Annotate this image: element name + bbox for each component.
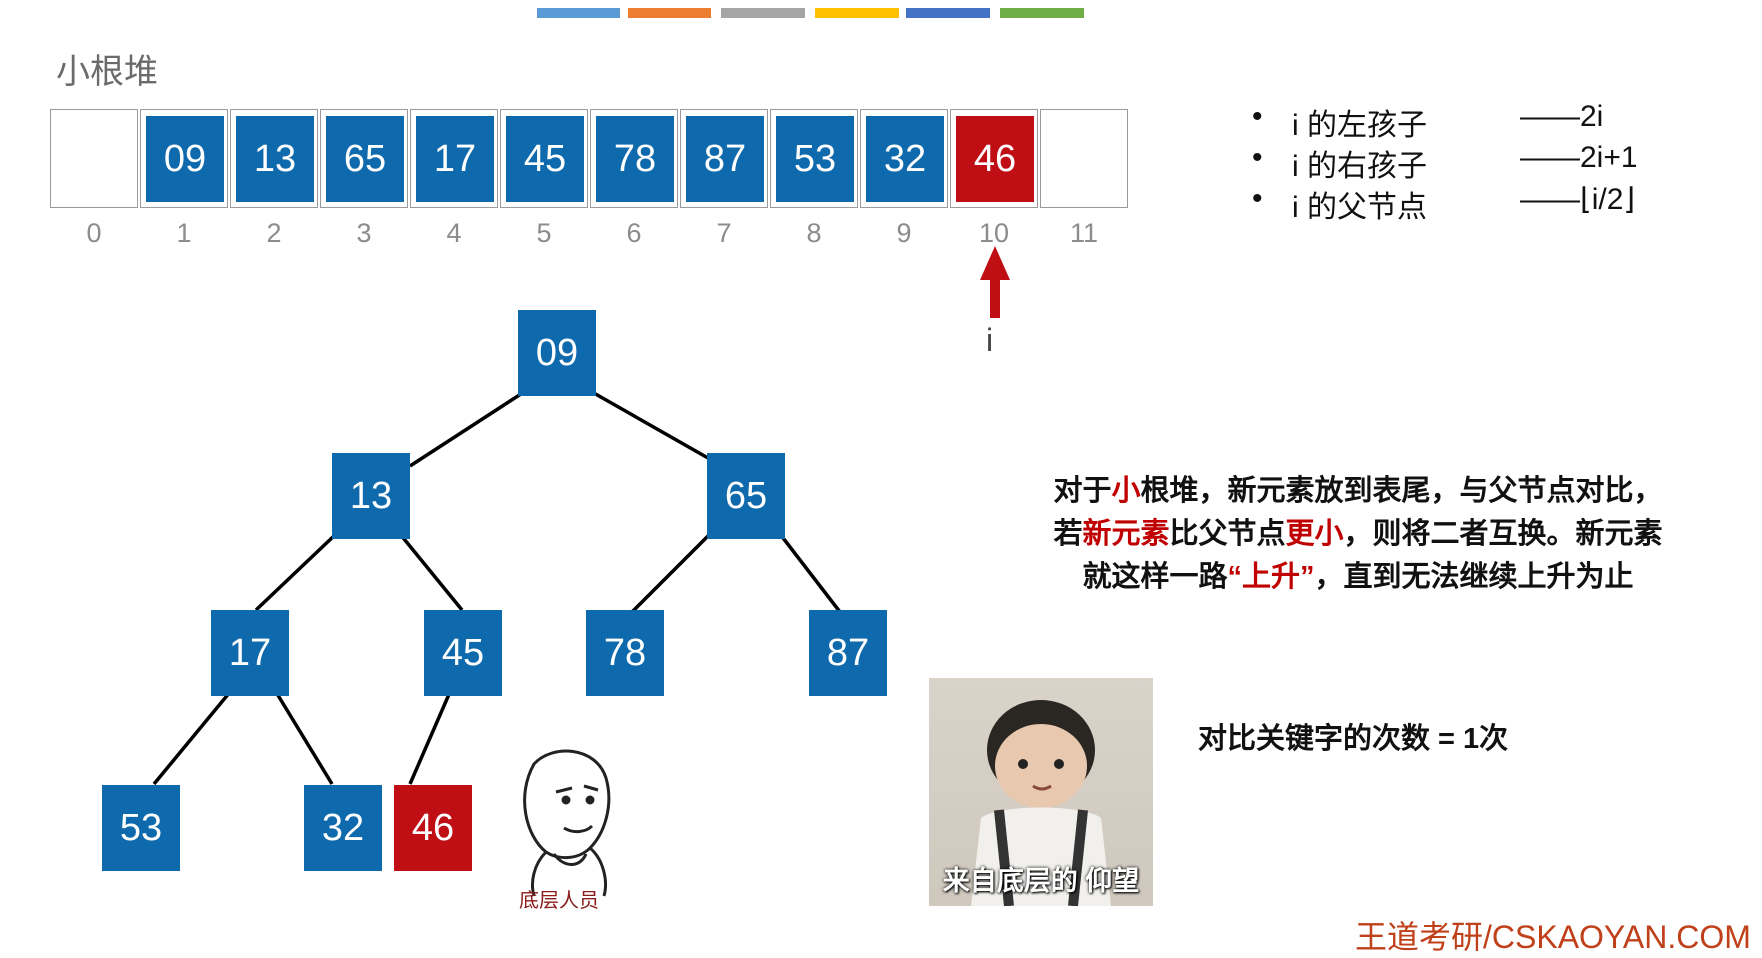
explanation-line-3: 就这样一路“上升”，直到无法继续上升为止: [1082, 561, 1634, 593]
explanation-line-1: 对于小根堆，新元素放到表尾，与父节点对比，: [1053, 475, 1663, 507]
tree-node-7: 87: [809, 610, 887, 696]
color-bar-3: [721, 8, 805, 18]
array-cell-3: 65: [320, 109, 408, 208]
tree-node-10-new: 46: [394, 785, 472, 871]
array-index: 7: [716, 218, 732, 248]
array-value: 32: [866, 116, 944, 202]
array-cell-4: 17: [410, 109, 498, 208]
footer-brand: 王道考研/CSKAOYAN.COM: [1355, 919, 1751, 955]
array-value: 53: [776, 116, 854, 202]
bullet: •: [1252, 141, 1263, 174]
edge: [152, 690, 232, 786]
array-value-new: 46: [956, 116, 1034, 202]
array-index: 0: [86, 218, 102, 248]
color-bar-1: [537, 8, 620, 18]
array-index: 4: [446, 218, 462, 248]
array-cell-10: 46: [950, 109, 1038, 208]
tree-node-6: 78: [586, 610, 664, 696]
array-cell-1: 09: [140, 109, 228, 208]
bullet: •: [1252, 100, 1263, 133]
pointer-arrow-icon: [980, 246, 1010, 318]
explanation-line-2: 若新元素比父节点更小，则将二者互换。新元素: [1053, 518, 1663, 550]
rule-value: ——2i: [1520, 100, 1604, 133]
edge: [274, 691, 334, 785]
pointer-label: i: [986, 322, 994, 358]
array-cell-8: 53: [770, 109, 858, 208]
array-index: 8: [806, 218, 822, 248]
rule-value: ——⌊i/2⌋: [1520, 183, 1636, 216]
array-cell-11: [1040, 109, 1128, 208]
child-looking-up-photo: 来自底层的 仰望: [929, 678, 1153, 906]
color-bar-5: [906, 8, 990, 18]
array-index: 2: [266, 218, 282, 248]
thinking-face-sticker-icon: [523, 749, 611, 897]
edge: [630, 532, 712, 614]
array-index: 11: [1069, 218, 1099, 248]
rule-label: i 的左孩子: [1292, 109, 1427, 142]
edge: [408, 691, 452, 785]
tree-node-1: 09: [518, 310, 596, 396]
rule-label: i 的父节点: [1292, 191, 1427, 224]
array-cell-0: [50, 109, 138, 208]
tree-node-2: 13: [332, 453, 410, 539]
array-index: 5: [536, 218, 552, 248]
array-cell-2: 13: [230, 109, 318, 208]
array-index: 6: [626, 218, 642, 248]
tree-node-5: 45: [424, 610, 502, 696]
tree-node-3: 65: [707, 453, 785, 539]
edge: [254, 532, 338, 612]
array-index: 10: [978, 218, 1010, 248]
array-cell-6: 78: [590, 109, 678, 208]
array-index: 3: [356, 218, 372, 248]
sticker-caption: 底层人员: [519, 890, 599, 912]
edge: [409, 390, 525, 468]
rule-label: i 的右孩子: [1292, 150, 1427, 183]
tree-node-9: 32: [304, 785, 382, 871]
array-cell-7: 87: [680, 109, 768, 208]
child-figure-icon: [971, 700, 1111, 906]
tree-node-4: 17: [211, 610, 289, 696]
array-value: 13: [236, 116, 314, 202]
comparison-count: 对比关键字的次数 = 1次: [1198, 723, 1509, 755]
array-index: 9: [896, 218, 912, 248]
explanation-text: 对于小根堆，新元素放到表尾，与父节点对比， 若新元素比父节点更小，则将二者互换。…: [1018, 470, 1698, 599]
array-value: 78: [596, 116, 674, 202]
color-bar-2: [628, 8, 711, 18]
bullet: •: [1252, 182, 1263, 215]
color-bar-6: [1000, 8, 1084, 18]
tree-node-8: 53: [102, 785, 180, 871]
array-value: 87: [686, 116, 764, 202]
color-bar-4: [815, 8, 899, 18]
array-value: 65: [326, 116, 404, 202]
edge: [398, 532, 464, 612]
photo-caption: 来自底层的 仰望: [942, 866, 1140, 896]
array-value: 17: [416, 116, 494, 202]
array-cell-5: 45: [500, 109, 588, 208]
array-index: 1: [176, 218, 192, 248]
array-cell-9: 32: [860, 109, 948, 208]
tree-edges: [152, 390, 842, 786]
edge: [778, 532, 842, 614]
rule-value: ——2i+1: [1520, 141, 1638, 174]
edge: [591, 390, 709, 460]
array-value: 09: [146, 116, 224, 202]
array-value: 45: [506, 116, 584, 202]
slide-title: 小根堆: [56, 53, 158, 91]
